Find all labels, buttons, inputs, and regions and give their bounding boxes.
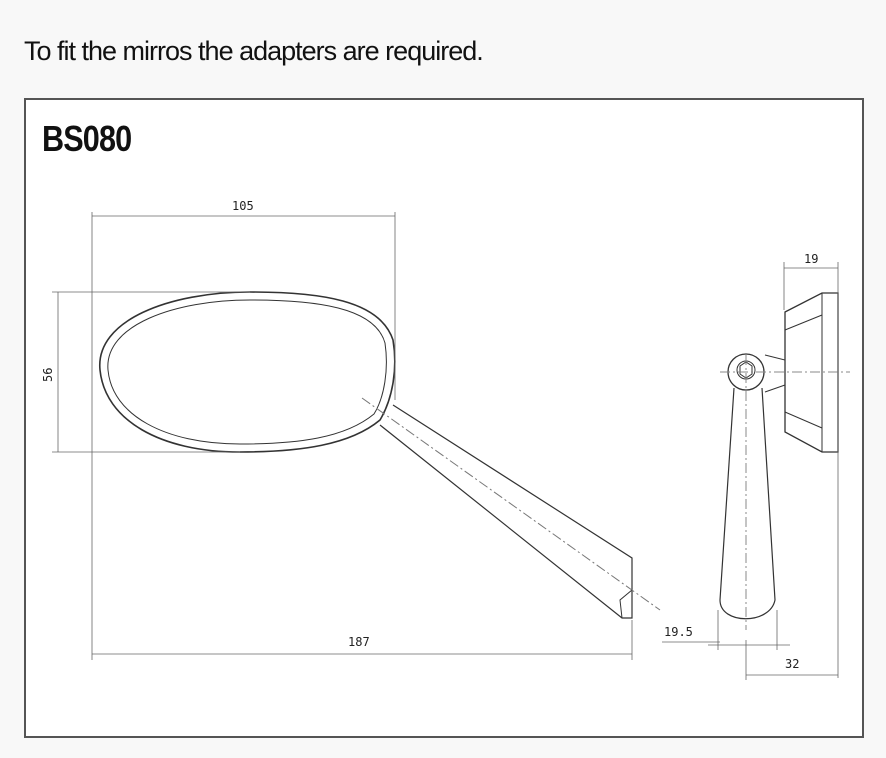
drawing-frame: BS080 [24,98,864,738]
dimension-lines-front [52,212,720,660]
dimension-lines-side [708,262,839,680]
caption-text: To fit the mirros the adapters are requi… [24,36,484,66]
dim-height-label: 56 [41,368,55,382]
dim-arm-label: 19.5 [664,625,693,639]
dim-total-depth-label: 32 [785,657,799,671]
dim-width-label: 105 [232,199,254,213]
dim-length-label: 187 [348,635,370,649]
mirror-side-view [719,292,850,630]
model-title: BS080 [42,118,132,159]
mirror-front-view [99,291,661,619]
dim-head-depth-label: 19 [804,252,818,266]
